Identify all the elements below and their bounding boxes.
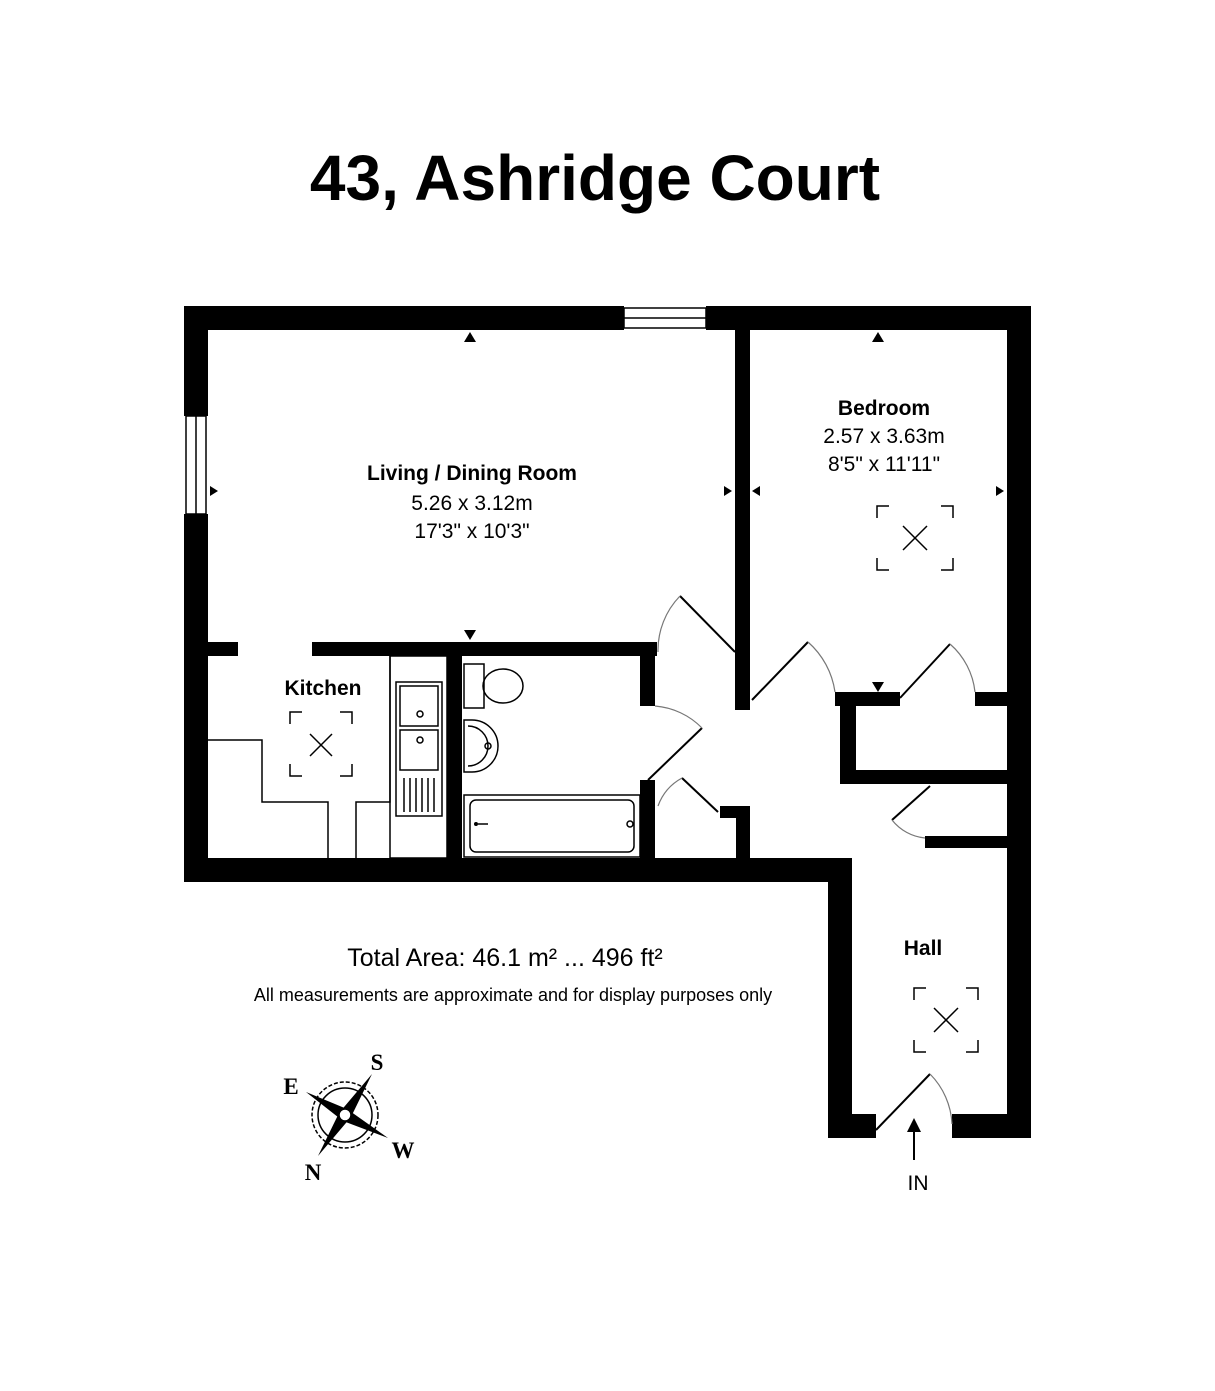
property-title: 43, Ashridge Court — [310, 142, 880, 214]
living-room-imperial: 17'3" x 10'3" — [414, 520, 529, 543]
bathroom-fittings — [463, 663, 641, 858]
compass-e: E — [283, 1074, 298, 1099]
windows — [185, 307, 707, 515]
bedroom-name: Bedroom — [838, 397, 930, 420]
doors — [647, 595, 976, 1131]
compass-n: N — [305, 1160, 322, 1185]
disclaimer: All measurements are approximate and for… — [254, 985, 772, 1005]
compass-icon — [306, 1074, 388, 1156]
kitchen-fittings — [208, 655, 448, 859]
sink-icon — [395, 681, 443, 817]
ceiling-light-icon — [913, 987, 979, 1053]
bedroom-imperial: 8'5" x 11'11" — [828, 453, 940, 476]
living-room-name: Living / Dining Room — [367, 462, 577, 485]
total-area: Total Area: 46.1 m² ... 496 ft² — [347, 944, 662, 972]
ceiling-light-icon — [876, 505, 954, 571]
kitchen-name: Kitchen — [284, 677, 361, 700]
hall-name: Hall — [904, 937, 943, 960]
living-room-metric: 5.26 x 3.12m — [411, 492, 532, 515]
bedroom-metric: 2.57 x 3.63m — [823, 425, 944, 448]
compass-w: W — [392, 1138, 415, 1163]
entrance-arrow-icon — [907, 1118, 921, 1160]
compass-s: S — [371, 1050, 384, 1075]
entrance-label: IN — [908, 1172, 929, 1195]
dimension-markers — [210, 332, 1004, 692]
ceiling-light-icon — [289, 711, 353, 777]
walls — [184, 306, 1031, 1138]
ceiling-light-icons — [289, 505, 979, 1053]
basin-icon — [463, 719, 499, 773]
toilet-icon — [463, 663, 524, 709]
bath-icon — [463, 794, 641, 858]
